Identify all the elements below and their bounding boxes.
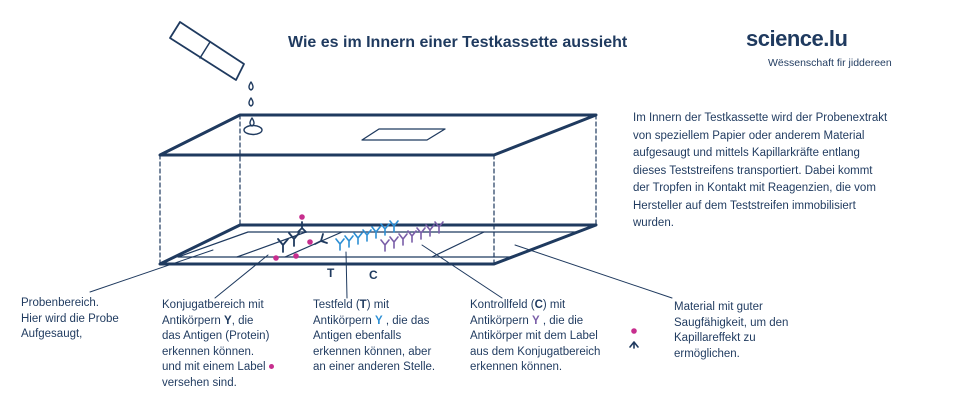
antibody-glyph: Y bbox=[375, 314, 383, 327]
caption-kontrollfeld: Kontrollfeld (C) mit Antikörpern Y , die… bbox=[470, 298, 600, 376]
caption-bold: C bbox=[534, 299, 543, 311]
caption-line: Kapillareffekt zu bbox=[674, 332, 756, 344]
caption-line: Antikörpern Y , die die bbox=[470, 314, 600, 330]
caption-konjugatbereich: Konjugatbereich mit Antikörpern Y, die d… bbox=[162, 298, 274, 391]
caption-bold: T bbox=[359, 299, 367, 311]
caption-testfeld: Testfeld (T) mit Antikörpern Y , die das… bbox=[313, 298, 435, 376]
cassette-cover bbox=[158, 113, 598, 157]
caption-text: ) mit bbox=[366, 299, 390, 311]
caption-line: Material mit guter bbox=[674, 301, 763, 313]
caption-text: , die das bbox=[382, 314, 430, 327]
label-dots bbox=[273, 214, 637, 334]
cassette-edges bbox=[159, 114, 597, 265]
caption-line: Probenbereich. bbox=[21, 297, 99, 309]
caption-line: erkennen können. bbox=[470, 361, 563, 373]
caption-line: versehen sind. bbox=[162, 376, 237, 389]
antibody-glyph: Y bbox=[224, 314, 232, 327]
caption-text: Antikörpern bbox=[470, 314, 533, 327]
t-line-label: T bbox=[327, 266, 335, 280]
label-dot-icon bbox=[268, 364, 274, 370]
caption-line: Saugfähigkeit, um den bbox=[674, 316, 789, 329]
description-text: Im Innern der Testkassette wird der Prob… bbox=[633, 112, 888, 229]
cassette-base bbox=[158, 223, 598, 266]
caption-line: Testfeld (T) mit bbox=[313, 298, 435, 314]
caption-line: erkennen können, aber bbox=[313, 345, 432, 358]
conjugate-antibody-icon bbox=[277, 221, 328, 253]
caption-line: erkennen können. bbox=[162, 345, 255, 358]
caption-probenbereich: Probenbereich. Hier wird die Probe Aufge… bbox=[21, 296, 119, 343]
caption-text: Antikörpern bbox=[313, 314, 376, 327]
caption-line: Antikörpern Y , die das bbox=[313, 314, 435, 330]
caption-line: aus dem Konjugatbereich bbox=[470, 345, 601, 358]
caption-line: ermöglichen. bbox=[674, 347, 740, 360]
caption-text: ) mit bbox=[542, 299, 566, 311]
science-lu-logo[interactable]: science.lu bbox=[746, 26, 848, 51]
antibody-glyph: Y bbox=[532, 314, 540, 327]
caption-line: Antikörpern Y, die bbox=[162, 314, 274, 330]
caption-line: Kontrollfeld (C) mit bbox=[470, 298, 600, 314]
labelled-antibody-icon bbox=[629, 341, 639, 349]
leader-lines bbox=[89, 244, 673, 299]
caption-line: Hier wird die Probe bbox=[21, 312, 119, 325]
c-line-label: C bbox=[369, 268, 378, 282]
caption-line: Antigen ebenfalls bbox=[313, 330, 402, 342]
caption-text: Antikörpern bbox=[162, 314, 225, 327]
caption-material: Material mit guter Saugfähigkeit, um den… bbox=[674, 300, 788, 362]
caption-line: Konjugatbereich mit bbox=[162, 299, 264, 311]
caption-line: Antikörper mit dem Label bbox=[470, 330, 598, 342]
caption-text: Kontrollfeld ( bbox=[470, 299, 535, 311]
caption-text: , die die bbox=[539, 314, 584, 327]
control-line-antibodies-icon bbox=[380, 221, 444, 252]
caption-text: und mit einem Label bbox=[162, 361, 266, 373]
caption-line: das Antigen (Protein) bbox=[162, 330, 270, 342]
logo-tagline: Wëssenschaft fir jiddereen bbox=[768, 57, 892, 69]
caption-text: , die bbox=[231, 314, 254, 327]
caption-line: und mit einem Label bbox=[162, 360, 274, 376]
page-title: Wie es im Innern einer Testkassette auss… bbox=[288, 34, 628, 51]
caption-line: Aufgesaugt, bbox=[21, 328, 83, 340]
test-line-antibodies-icon bbox=[335, 220, 399, 251]
caption-text: Testfeld ( bbox=[313, 299, 360, 311]
dropper-icon bbox=[169, 21, 263, 136]
caption-line: an einer anderen Stelle. bbox=[313, 361, 436, 373]
